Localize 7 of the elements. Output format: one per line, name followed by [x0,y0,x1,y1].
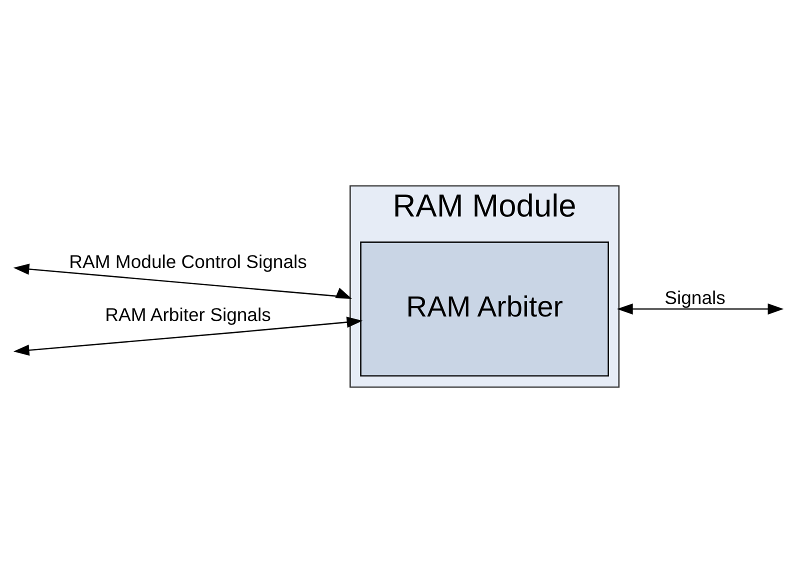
edge-label: RAM Module Control Signals [68,251,306,272]
edge-label: Signals [664,286,725,308]
arrow [12,264,352,300]
node-box: RAM Arbiter [360,241,608,377]
edge-label: RAM Arbiter Signals [104,304,270,326]
arrow [12,316,362,356]
arrow [616,303,784,315]
